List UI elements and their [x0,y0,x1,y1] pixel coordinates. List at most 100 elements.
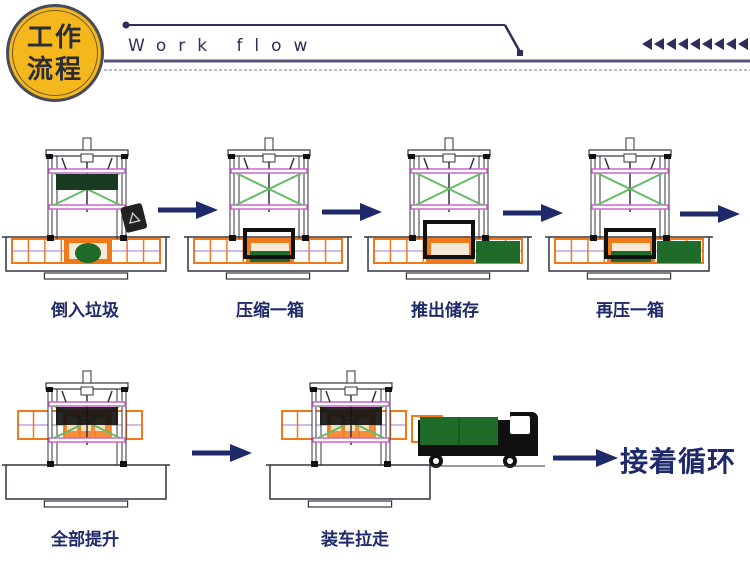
machine-dump [2,137,170,280]
machine-lift [2,370,170,508]
brace-beam [410,168,488,174]
brace-beam [48,437,126,443]
brace-beam [591,168,669,174]
pit-outline [367,237,529,272]
frame-foot [47,235,54,241]
machine-compress [184,137,352,280]
press-head [604,228,656,259]
step-label-load-truck: 装车拉走 [321,530,389,550]
frame-foot [47,461,54,467]
pit-outline [5,237,167,272]
stored-container [657,241,701,263]
hydraulic-cylinder [346,370,356,384]
pit-base [307,500,393,508]
frame-post [385,384,391,466]
brace-beam [230,168,308,174]
frame-post [409,151,415,240]
frame-foot [302,235,309,241]
press-head [243,228,295,259]
frame-foot [663,235,670,241]
arrow-icon [158,201,218,219]
press-head-raised [56,174,118,190]
press-head [320,407,382,425]
arrow-icon [680,205,740,223]
stored-container [476,241,520,263]
frame-post [311,384,317,466]
frame-foot [120,235,127,241]
chevron-left-icon [738,38,748,50]
hydraulic-cylinder [82,370,92,384]
cross-brace [415,172,483,206]
header-title: Work flow [128,36,320,56]
trash-bin-icon [120,203,147,233]
machine-load [266,370,434,508]
frame-post [47,384,53,466]
step-label-compress-again: 再压一箱 [596,301,664,321]
arrow-icon [553,449,618,467]
hydraulic-cylinder [264,137,274,151]
recycle-icon [129,211,141,224]
step-label-lift-all: 全部提升 [51,530,119,550]
hydraulic-cylinder [82,137,92,151]
frame-post [303,151,309,240]
frame-post [47,151,53,240]
chevron-left-icon [678,38,688,50]
chevron-left-icon [654,38,664,50]
frame-foot [384,461,391,467]
frame-foot [482,235,489,241]
step-label-compress-box: 压缩一箱 [236,301,304,321]
hydraulic-cylinder [625,137,635,151]
frame-post [590,151,596,240]
step-label-dump-garbage: 倒入垃圾 [51,301,119,321]
pit-base [43,500,129,508]
chevron-left-icon [726,38,736,50]
hydraulic-cylinder [444,137,454,151]
pit-base [405,272,491,280]
machine-compress-again [545,137,713,280]
pit-outline [187,237,349,272]
brace-beam [312,437,390,443]
cross-brace [235,172,303,206]
truck-window [510,416,530,434]
loop-label: 接着循环 [620,445,737,478]
work-flow-badge: 工作 流程 [6,4,104,102]
arrow-icon [503,204,563,222]
brace-beam [410,204,488,210]
step-label-push-store: 推出储存 [411,301,479,321]
pit-base [225,272,311,280]
truck-icon [411,412,545,468]
chevron-left-icon [666,38,676,50]
pit-outline [5,465,167,500]
chevron-left-icon [714,38,724,50]
frame-post [664,151,670,240]
chevron-left-icon [702,38,712,50]
header-decoration [104,21,750,71]
pit-outline [548,237,710,272]
press-head [423,220,475,259]
cross-brace [596,172,664,206]
chevron-left-icon [690,38,700,50]
press-head [56,407,118,425]
frame-post [229,151,235,240]
garbage-pile [75,243,101,263]
frame-foot [229,235,236,241]
frame-foot [120,461,127,467]
brace-beam [591,204,669,210]
header-chevron-icons [642,38,748,50]
chevron-left-icon [642,38,652,50]
badge-line-2: 流程 [26,55,83,85]
brace-beam [48,168,126,174]
frame-foot [590,235,597,241]
pit-base [586,272,672,280]
brace-beam [48,204,126,210]
brace-beam [48,401,126,407]
badge-line-1: 工作 [26,23,83,53]
frame-foot [409,235,416,241]
frame-post [483,151,489,240]
frame-foot [311,461,318,467]
brace-beam [230,204,308,210]
pit-base [43,272,129,280]
pit-outline [269,465,431,500]
arrow-icon [192,444,252,462]
